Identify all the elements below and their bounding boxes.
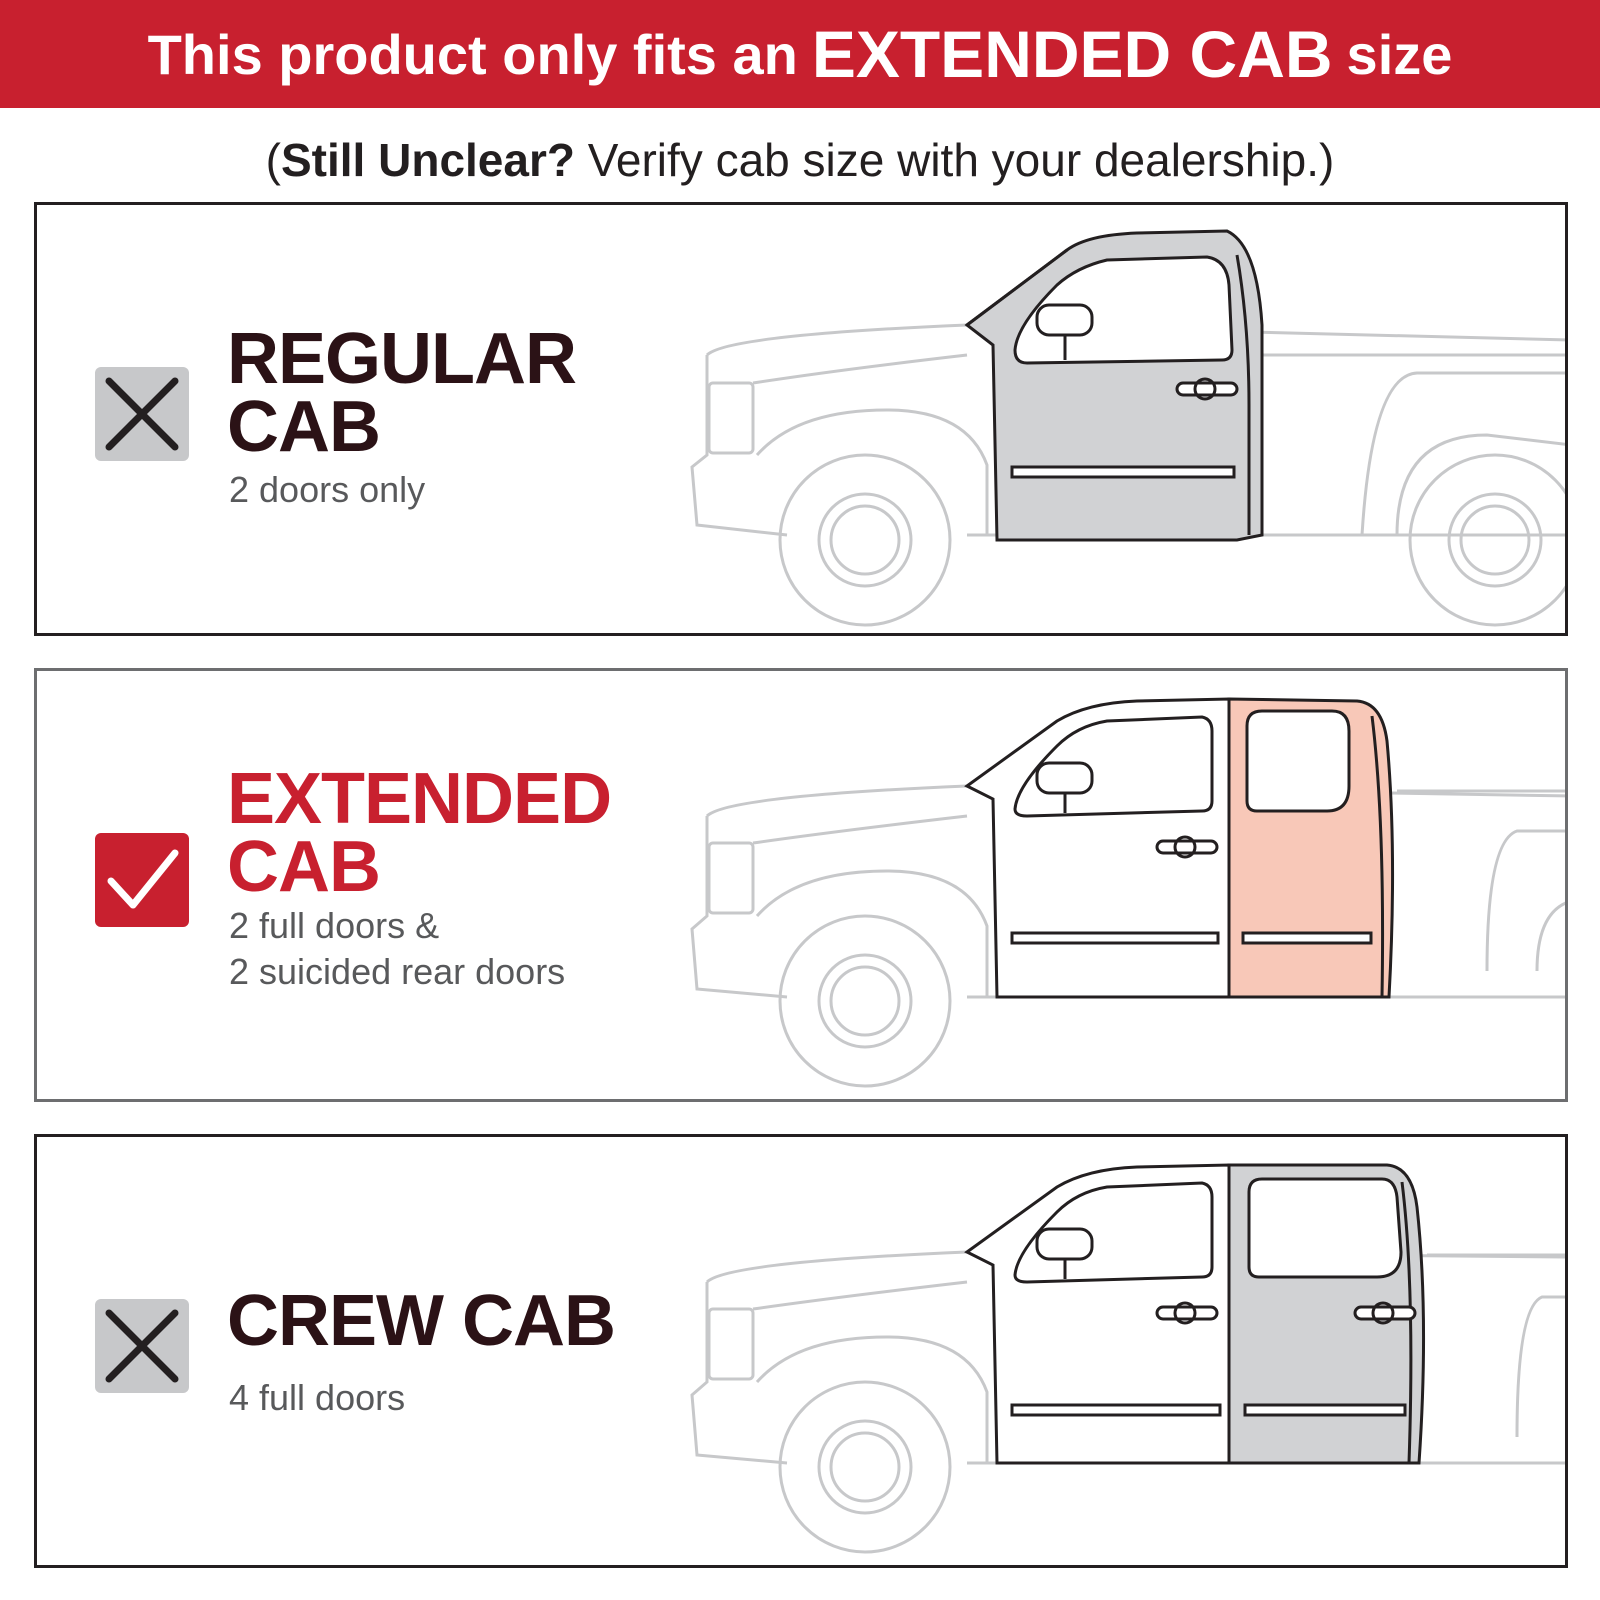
x-icon (95, 1299, 189, 1393)
cab-desc-line1: 2 doors only (229, 469, 426, 510)
cab-desc-line1: 4 full doors (229, 1377, 406, 1418)
cab-description: 2 doors only (229, 467, 425, 513)
subtitle-open-paren: ( (265, 134, 281, 186)
cab-desc-line1: 2 full doors & (229, 905, 440, 946)
banner-prefix: This product only fits an (147, 22, 798, 86)
cab-title: CREW CAB (227, 1281, 616, 1361)
cab-title-line1: REGULAR (227, 319, 577, 399)
panel-crew-cab: CREW CAB 4 full doors (34, 1134, 1568, 1568)
x-icon (95, 367, 189, 461)
subtitle-bold: Still Unclear? (281, 134, 575, 186)
panel-regular-cab: REGULAR CAB 2 doors only (34, 202, 1568, 636)
panel-extended-cab: EXTENDED CAB 2 full doors & 2 suicided r… (34, 668, 1568, 1102)
cab-description: 2 full doors & 2 suicided rear doors (229, 903, 565, 995)
subtitle-rest: Verify cab size with your dealership.) (574, 134, 1335, 186)
subtitle: (Still Unclear? Verify cab size with you… (0, 124, 1600, 196)
cab-title-line1: EXTENDED (227, 759, 612, 839)
extended-cab-truck-illustration (690, 697, 1565, 1088)
cab-description: 4 full doors (229, 1375, 405, 1421)
cab-title-line2: CAB (227, 827, 381, 907)
regular-cab-truck-illustration (690, 229, 1565, 627)
banner-suffix: size (1346, 22, 1453, 86)
banner-highlight: EXTENDED CAB (811, 17, 1333, 91)
cab-desc-line2: 2 suicided rear doors (229, 951, 566, 992)
cab-title: REGULAR CAB (227, 319, 577, 467)
checkmark-icon (95, 833, 189, 927)
cab-title: EXTENDED CAB (227, 759, 612, 907)
cab-title-line1: CREW CAB (227, 1281, 616, 1361)
header-banner: This product only fits an EXTENDED CAB s… (0, 0, 1600, 108)
cab-title-line2: CAB (227, 387, 381, 467)
crew-cab-truck-illustration (690, 1163, 1565, 1554)
